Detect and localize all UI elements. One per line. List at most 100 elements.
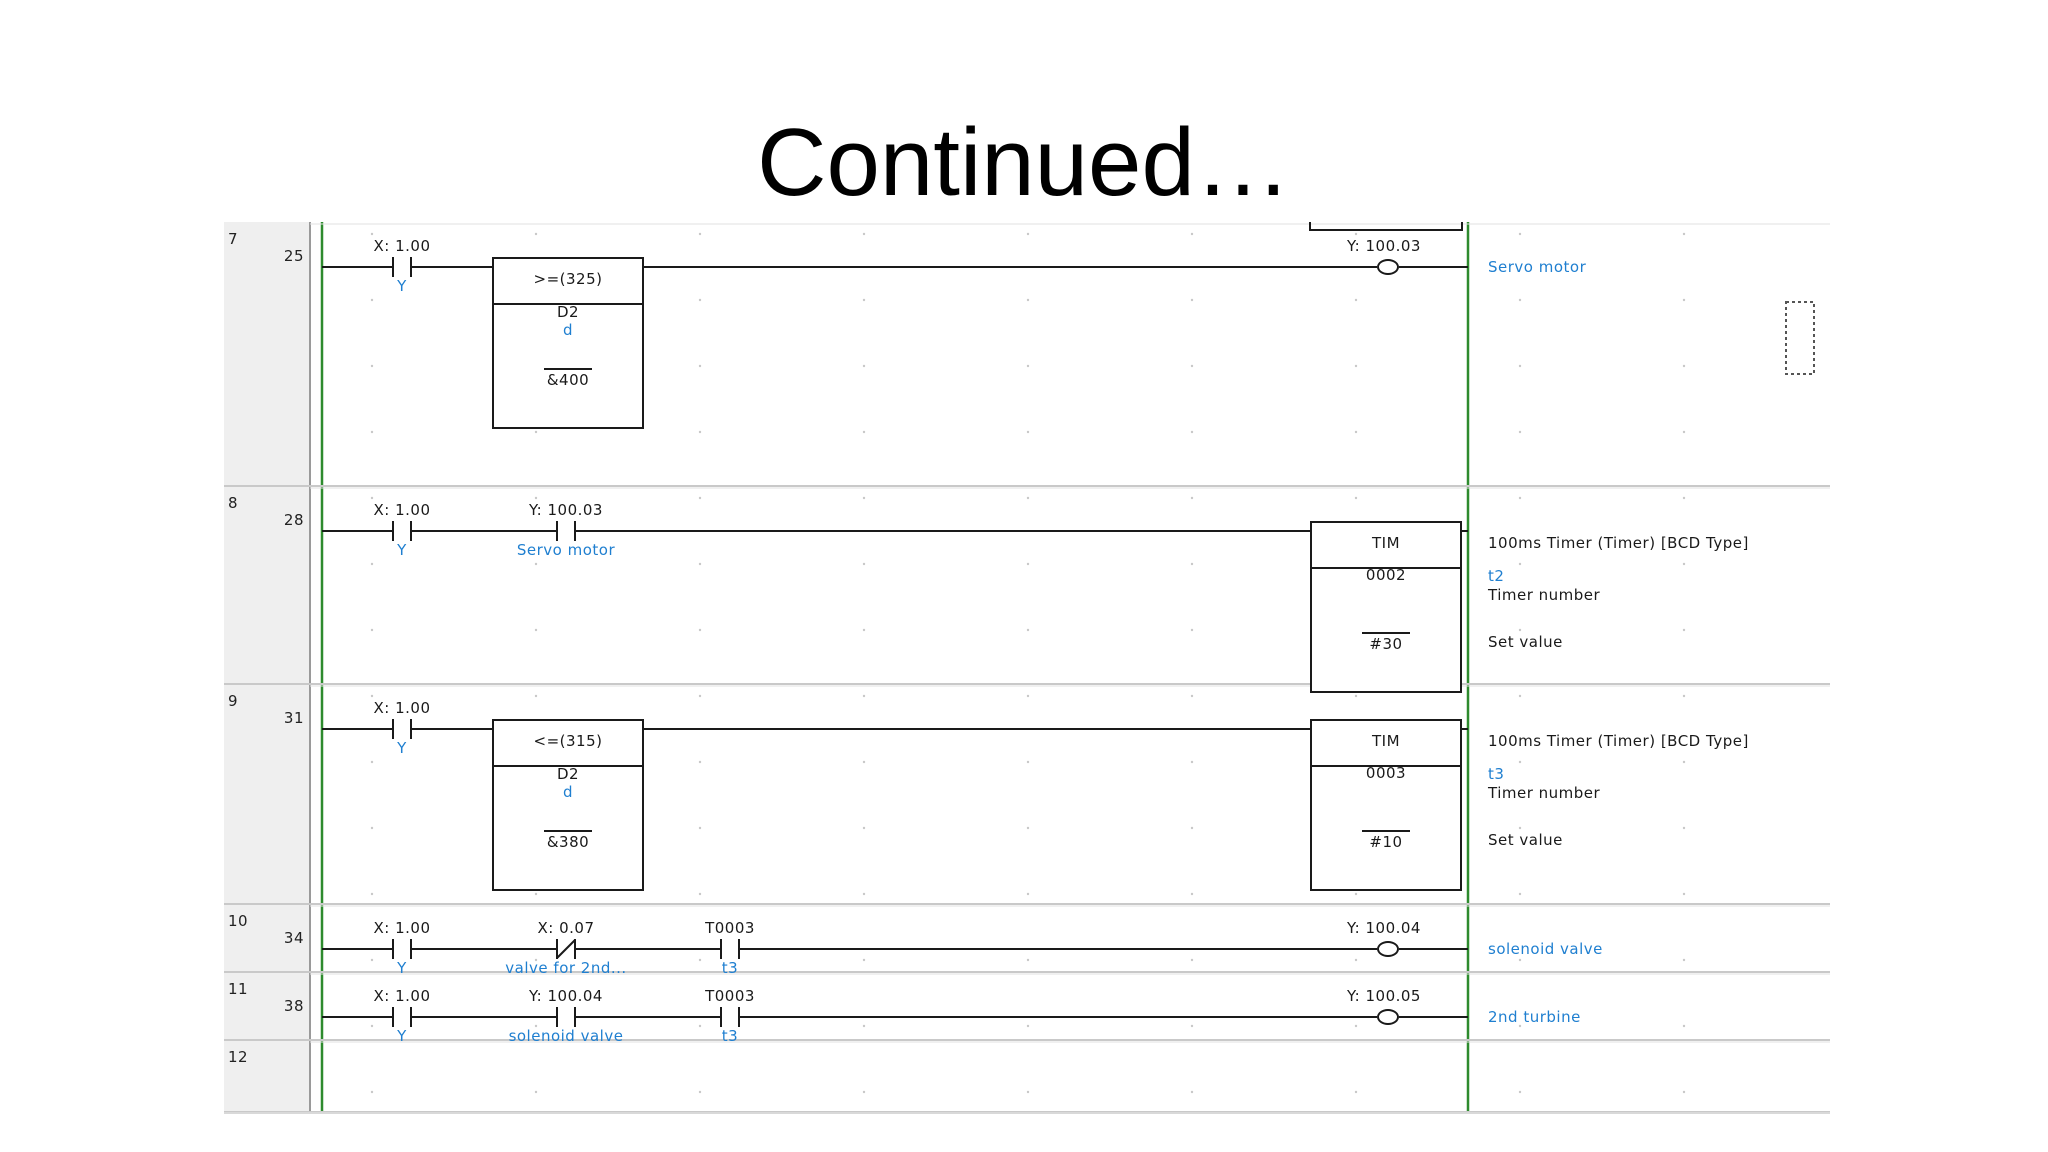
normally-open-contact [556, 1007, 576, 1027]
set-value-overline [1362, 830, 1410, 832]
timer-description: 100ms Timer (Timer) [BCD Type] [1488, 732, 1749, 750]
grid-dot [1518, 298, 1522, 302]
contact-comment: Y [397, 541, 407, 559]
normally-open-contact [392, 939, 412, 959]
grid-dot [862, 562, 866, 566]
grid-dot [370, 430, 374, 434]
rung-number: 11 [228, 980, 249, 998]
grid-dot [534, 496, 538, 500]
grid-dot [370, 892, 374, 896]
grid-dot [534, 562, 538, 566]
grid-dot [698, 1090, 702, 1094]
normally-open-contact [392, 521, 412, 541]
grid-dot [1026, 496, 1030, 500]
grid-dot [1190, 232, 1194, 236]
contact-comment: valve for 2nd... [505, 959, 627, 977]
grid-dot [1682, 694, 1686, 698]
contact-comment: solenoid valve [508, 1027, 624, 1045]
contact-comment: Y [397, 739, 407, 757]
timer-number-label: Timer number [1488, 586, 1601, 604]
grid-dot [698, 562, 702, 566]
grid-dot [1354, 892, 1358, 896]
contact-comment: Y [397, 277, 407, 295]
grid-dot [698, 826, 702, 830]
normally-open-contact [392, 719, 412, 739]
selection-cursor [1785, 301, 1815, 375]
grid-dot [1190, 1090, 1194, 1094]
grid-dot [534, 892, 538, 896]
grid-dot [1190, 298, 1194, 302]
grid-dot [1682, 892, 1686, 896]
contact-comment: Y [397, 959, 407, 977]
grid-dot [370, 694, 374, 698]
contact-address: X: 1.00 [373, 501, 431, 519]
coil-address: Y: 100.04 [1347, 919, 1421, 937]
set-value-overline [1362, 632, 1410, 634]
grid-dot [1354, 958, 1358, 962]
grid-dot [1026, 628, 1030, 632]
grid-dot [1026, 232, 1030, 236]
grid-dot [370, 562, 374, 566]
grid-dot [1518, 628, 1522, 632]
grid-dot [1518, 496, 1522, 500]
timer-set-value: #30 [1369, 635, 1403, 653]
grid-dot [698, 1024, 702, 1028]
contact-address: X: 1.00 [373, 987, 431, 1005]
instruction-operand-comment: d [562, 783, 574, 801]
timer-number-comment: t2 [1488, 567, 1505, 585]
grid-dot [1026, 430, 1030, 434]
grid-dot [1682, 628, 1686, 632]
grid-dot [1190, 562, 1194, 566]
grid-dot [370, 1024, 374, 1028]
contact-comment: t3 [721, 959, 739, 977]
rung-number: 10 [228, 912, 249, 930]
timer-set-value: #10 [1369, 833, 1403, 851]
timer-set-label: Set value [1488, 831, 1563, 849]
grid-dot [1518, 562, 1522, 566]
compare-instruction-block [492, 257, 644, 429]
grid-dot [1190, 958, 1194, 962]
grid-dot [1354, 232, 1358, 236]
grid-dot [1190, 628, 1194, 632]
block-divider [494, 765, 642, 767]
grid-dot [862, 628, 866, 632]
output-coil [1377, 941, 1399, 957]
grid-dots [370, 232, 1686, 1094]
grid-dot [862, 892, 866, 896]
contact-comment: Y [397, 1027, 407, 1045]
grid-dot [862, 1024, 866, 1028]
grid-dot [370, 628, 374, 632]
contact-comment: Servo motor [516, 541, 616, 559]
grid-dot [1518, 826, 1522, 830]
grid-dot [1682, 760, 1686, 764]
grid-dot [1190, 760, 1194, 764]
grid-dot [1354, 1024, 1358, 1028]
grid-dot [1518, 364, 1522, 368]
contact-address: Y: 100.03 [529, 501, 603, 519]
ladder-diagram-canvas [224, 222, 1830, 1112]
timer-name: TIM [1371, 534, 1401, 552]
instruction-operand: D2 [556, 303, 580, 321]
contact-address: Y: 100.04 [529, 987, 603, 1005]
rung-step-number: 25 [283, 247, 304, 265]
grid-dot [1682, 430, 1686, 434]
contact-address: X: 1.00 [373, 919, 431, 937]
rung-number: 9 [228, 692, 239, 710]
grid-dot [1354, 1090, 1358, 1094]
grid-dot [862, 760, 866, 764]
normally-closed-contact [556, 939, 576, 959]
timer-block [1310, 719, 1462, 891]
grid-dot [1026, 298, 1030, 302]
grid-dot [1518, 958, 1522, 962]
grid-dot [1026, 760, 1030, 764]
grid-dot [1190, 892, 1194, 896]
block-divider [1312, 567, 1460, 569]
output-coil [1377, 259, 1399, 275]
grid-dot [1190, 430, 1194, 434]
rung-step-number: 38 [283, 997, 304, 1015]
slide-title: Continued… [757, 109, 1291, 216]
grid-dot [1682, 232, 1686, 236]
grid-dot [698, 694, 702, 698]
grid-dot [1026, 892, 1030, 896]
